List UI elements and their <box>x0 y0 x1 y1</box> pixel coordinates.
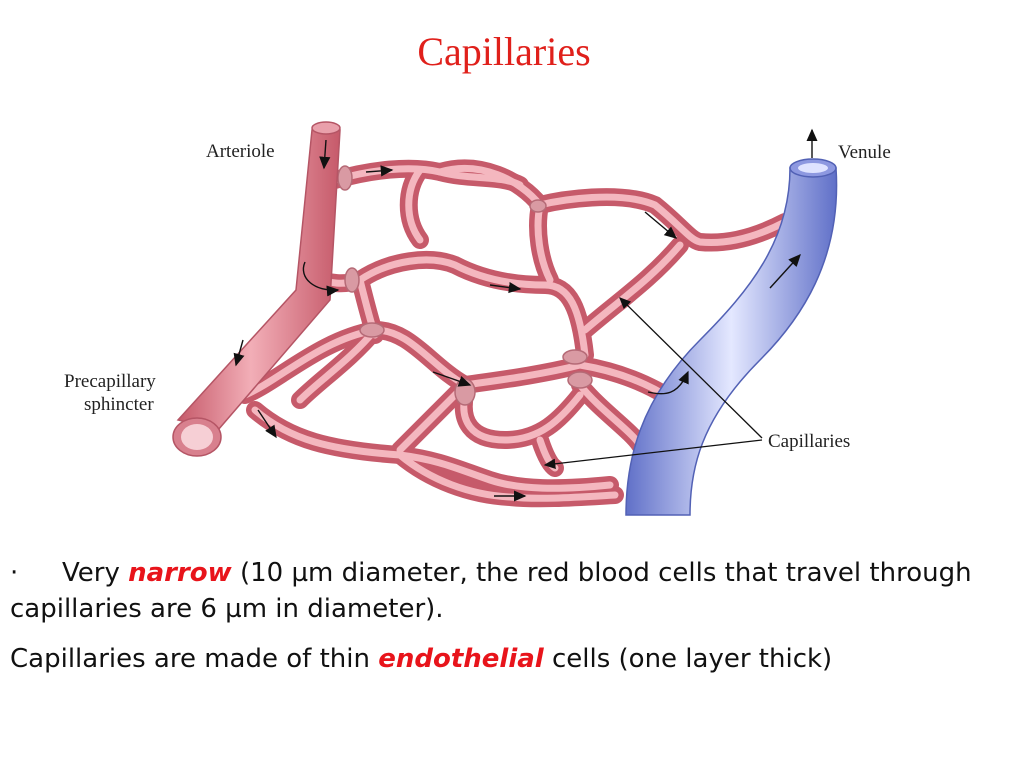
text-segment: (10 µm diameter, the red blood cells tha… <box>10 558 972 624</box>
flow-arrow <box>319 139 331 170</box>
flow-arrow <box>644 211 678 239</box>
flow-arrow <box>769 253 801 289</box>
paragraph-endothelial: Capillaries are made of thin endothelial… <box>10 641 1010 677</box>
emphasis-narrow: narrow <box>128 558 232 588</box>
text-segment: Very <box>62 558 129 588</box>
text-segment: Capillaries are made of thin <box>10 644 379 674</box>
flow-arrow <box>233 339 245 367</box>
sphincter-rings <box>337 165 593 406</box>
bullet-dot: · <box>10 558 19 588</box>
flow-arrow <box>365 165 394 177</box>
label-venule: Venule <box>838 142 891 163</box>
flow-arrow <box>302 261 340 297</box>
body-text: · Very narrow (10 µm diameter, the red bl… <box>10 555 1010 691</box>
label-precapillary: Precapillary <box>64 371 156 392</box>
flow-arrows <box>233 128 818 502</box>
emphasis-endothelial: endothelial <box>378 644 544 674</box>
flow-arrow <box>432 371 472 387</box>
flow-arrow <box>489 281 522 294</box>
slide-title: Capillaries <box>417 29 591 74</box>
label-capillaries: Capillaries <box>768 431 850 452</box>
flow-arrow <box>647 370 689 395</box>
label-sphincter: sphincter <box>84 394 154 415</box>
label-arteriole: Arteriole <box>206 141 275 162</box>
venule-vessel <box>625 158 838 516</box>
text-segment: cells (one layer thick) <box>543 644 833 674</box>
bullet-narrow: · Very narrow (10 µm diameter, the red bl… <box>10 555 1010 627</box>
capillaries-leader-lines <box>543 297 763 469</box>
flow-arrow <box>257 409 277 439</box>
